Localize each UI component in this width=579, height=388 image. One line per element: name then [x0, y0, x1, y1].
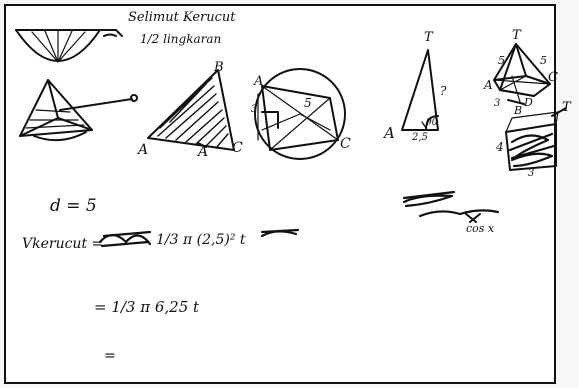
fig-label: A: [384, 124, 395, 142]
fig-label: B: [214, 60, 224, 75]
volume-label: Vkerucut =: [22, 236, 104, 252]
scribbled-cube-sketch: [505, 107, 567, 171]
fig-label: 4: [496, 140, 504, 154]
scribble-text: cos x: [466, 222, 495, 235]
worksheet-paper: [4, 4, 556, 384]
fig-label: 3: [528, 168, 535, 179]
circle-polygon-sketch: [254, 68, 346, 160]
hatched-triangle-sketch: [147, 69, 235, 151]
fig-label: 5: [498, 54, 505, 67]
fig-label: 5: [304, 96, 312, 110]
fig-label: 3: [494, 98, 501, 109]
label-half-circle: 1/2 lingkaran: [140, 32, 222, 46]
fig-label: B: [514, 104, 523, 117]
fig-label: T: [424, 30, 433, 45]
fig-label: 2,5: [412, 132, 428, 143]
formula-scribbles: [98, 228, 300, 248]
fig-label: D: [524, 96, 533, 109]
right-triangle-sketch: [401, 49, 439, 131]
fig-label: T: [562, 100, 571, 115]
volume-step-3: =: [104, 348, 116, 364]
fig-label: ?: [440, 84, 447, 98]
fig-label: T: [512, 28, 521, 43]
square-pyramid-sketch: [493, 43, 551, 105]
fig-label: 5: [540, 54, 547, 67]
half-circle-sketch: [15, 29, 123, 63]
volume-step-2: = 1/3 π 6,25 t: [94, 298, 200, 316]
fig-label: C: [340, 136, 351, 152]
fig-label: A: [484, 78, 493, 92]
fig-label: 90: [426, 118, 438, 128]
d-equation: d = 5: [50, 196, 97, 216]
fig-label: 3: [251, 104, 258, 115]
crossed-out-text: [402, 190, 500, 223]
volume-formula: 1/3 π (2,5)² t: [156, 232, 246, 248]
label-selimut: Selimut Kerucut: [128, 10, 236, 25]
fig-label: C: [232, 140, 243, 156]
fig-label: A: [198, 144, 209, 160]
fig-label: A: [254, 74, 264, 89]
fig-label: A: [138, 142, 149, 158]
pyramid-sketch: [19, 79, 138, 142]
fig-label: C: [548, 70, 558, 85]
